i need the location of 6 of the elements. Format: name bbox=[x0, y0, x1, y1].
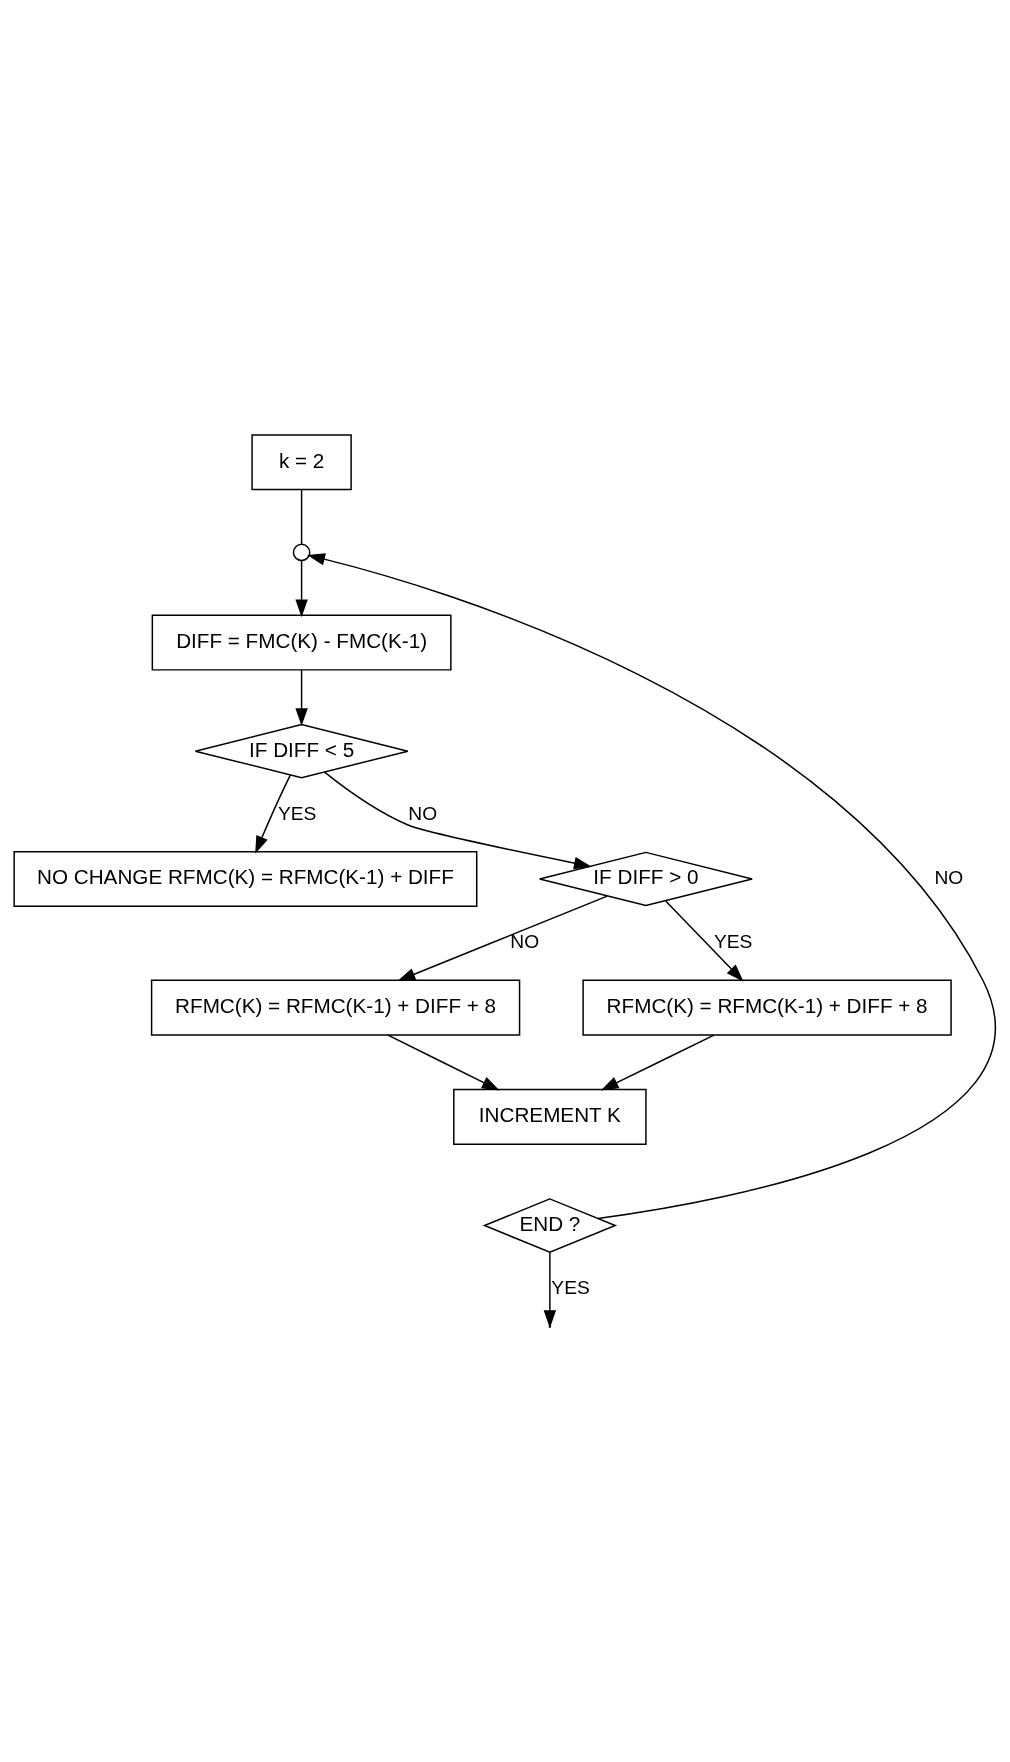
edge-label: NO bbox=[934, 867, 964, 889]
edge-label: YES bbox=[713, 931, 753, 953]
edge-label: NO bbox=[510, 931, 540, 953]
edge-label: YES bbox=[551, 1277, 590, 1299]
edge-label: YES bbox=[277, 802, 317, 824]
edge-label: NO bbox=[408, 802, 438, 824]
